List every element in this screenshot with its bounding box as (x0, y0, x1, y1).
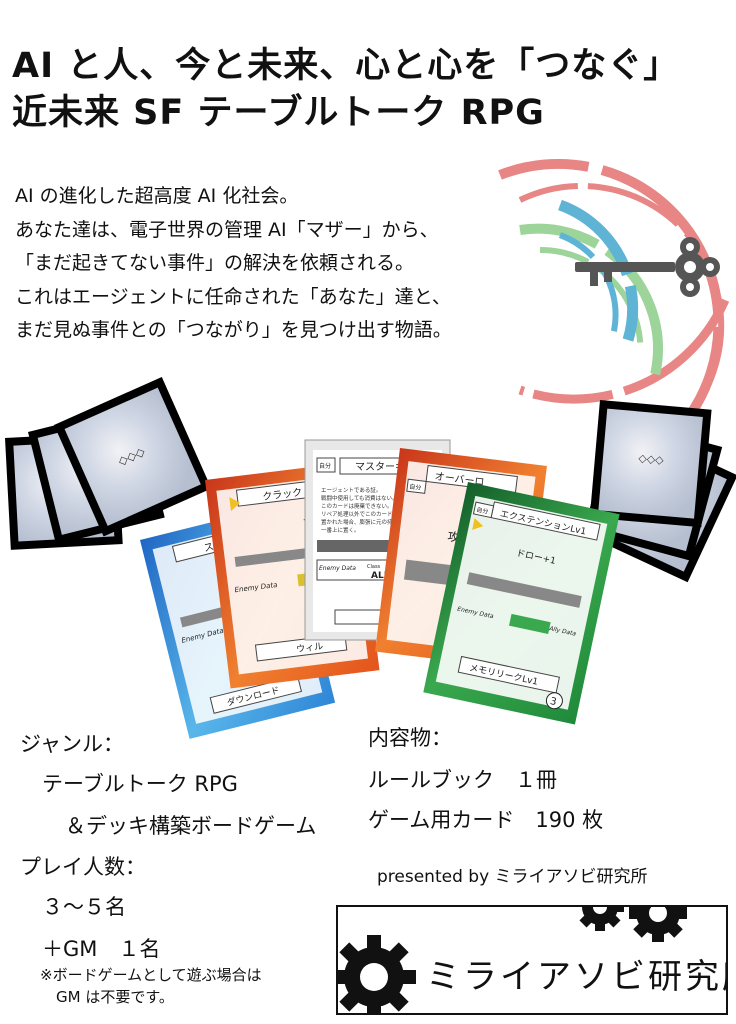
card-white-body-5: 一番上に置く。 (321, 526, 360, 534)
contents-heading: 内容物： (368, 726, 452, 750)
red-ring-inner (518, 182, 725, 402)
card-green: エクステンションLv1 自分 ドロー+1 Enemy Data Ally Dat… (423, 481, 620, 725)
intro-line: 「まだ起きてない事件」の解決を依頼される。 (15, 252, 415, 274)
svg-text:◇◇◇: ◇◇◇ (116, 444, 148, 468)
card-white-class-label: Class (367, 564, 381, 570)
presented-by: presented by ミライアソビ研究所 (377, 867, 648, 887)
card-blue-title: スキャ (203, 537, 235, 555)
card-white-enemy-label: Enemy Data (319, 565, 356, 572)
card-green-title: エクステンションLv1 (499, 508, 587, 537)
genre-line-2: ＆デッキ構築ボードゲーム (65, 814, 317, 838)
card-white-tag: 自分 (319, 462, 331, 470)
contents-item-2: ゲーム用カード 190 枚 (368, 808, 604, 832)
card-green-label-enemy: Enemy Data (457, 606, 495, 621)
intro-line: AI の進化した超高度 AI 化社会。 (15, 185, 299, 207)
players-note-2: GM は不要です。 (56, 988, 174, 1006)
card-red-label: Enemy Data (234, 581, 278, 594)
blue-ring (558, 199, 639, 342)
red-tick-marks (600, 430, 670, 444)
card-red-bottom: ウィル (296, 641, 324, 655)
card-white-body-1: 戦闘中使用しても消費はない。 (321, 494, 398, 502)
genre-heading: ジャンル： (20, 732, 124, 756)
card-red-2: オーバーロ 自分 攻撃力 (375, 448, 547, 670)
card-green-bottom: メモリリークLv1 (468, 662, 539, 687)
contents-item-1: ルールブック １冊 (368, 768, 557, 792)
card-white-body-0: エージェントである証。 (321, 486, 381, 494)
blue-ring-inner (558, 232, 619, 347)
card-blue: スキャ Enemy Data ダウンロード (140, 503, 336, 739)
title-line-2: 近未来 SF テーブルトーク RPG (12, 93, 545, 133)
card-red-2-tag: 自分 (409, 482, 422, 491)
right-card-backs: ◇◇◇ (583, 400, 736, 583)
card-red-title: クラック (262, 486, 303, 503)
players-heading: プレイ人数： (20, 855, 146, 879)
card-white-body-4: 置かれた場合、膨張に元の持ち主 (321, 518, 404, 526)
card-white-class-value: ALL (371, 571, 390, 581)
green-ring (519, 223, 663, 377)
card-red-2-text: 攻撃力 (447, 529, 485, 548)
intro-line: あなた達は、電子世界の管理 AI「マザー」から、 (15, 218, 439, 241)
genre-line-1: テーブルトーク RPG (42, 772, 238, 796)
gear-icon (338, 907, 687, 1013)
green-ring-inner (539, 246, 644, 361)
card-green-label-ally: Ally Data (548, 625, 577, 638)
card-white-body-2: このカードは廃棄できない。 (321, 502, 393, 510)
logo-text: ミライアソビ研究所 (426, 957, 728, 997)
left-card-backs: ◇◇◇ (5, 377, 212, 550)
card-white-title: マスターキー (355, 461, 415, 473)
players-gm: ＋GM １名 (42, 937, 161, 961)
intro-line: まだ見ぬ事件との「つながり」を見つけ出す物語。 (15, 319, 452, 341)
intro-text: AI の進化した超高度 AI 化社会。 あなた達は、電子世界の管理 AI「マザー… (15, 180, 515, 348)
logo: ミライアソビ研究所 (336, 905, 728, 1015)
svg-text:◇◇◇: ◇◇◇ (638, 452, 665, 467)
red-ring-lower (518, 298, 730, 404)
card-blue-label: Enemy Data (181, 627, 225, 645)
players-note-1: ※ボードゲームとして遊ぶ場合は (40, 966, 262, 984)
card-red-2-title: オーバーロ (434, 470, 485, 488)
card-red-value: +2 (302, 511, 320, 526)
card-green-value: ドロー+1 (515, 549, 556, 567)
card-green-number: 3 (549, 696, 558, 708)
title-line-1: AI と人、今と未来、心と心を「つなぐ」 (12, 46, 680, 86)
players-count: ３～５名 (42, 895, 126, 919)
card-white-body-3: リペア処理以外でこのカードが廃棄 (321, 510, 410, 518)
red-ring-outer (498, 158, 724, 418)
key-icon (575, 237, 720, 297)
intro-line: これはエージェントに任命された「あなた」達と、 (15, 285, 451, 308)
card-red: クラック +2 Enemy Data ウィル (205, 461, 380, 689)
card-blue-bottom: ダウンロード (226, 684, 281, 709)
card-green-tag: 自分 (476, 505, 489, 515)
card-white: マスターキー 自分 エージェントである証。 戦闘中使用しても消費はない。 このカ… (304, 439, 451, 641)
